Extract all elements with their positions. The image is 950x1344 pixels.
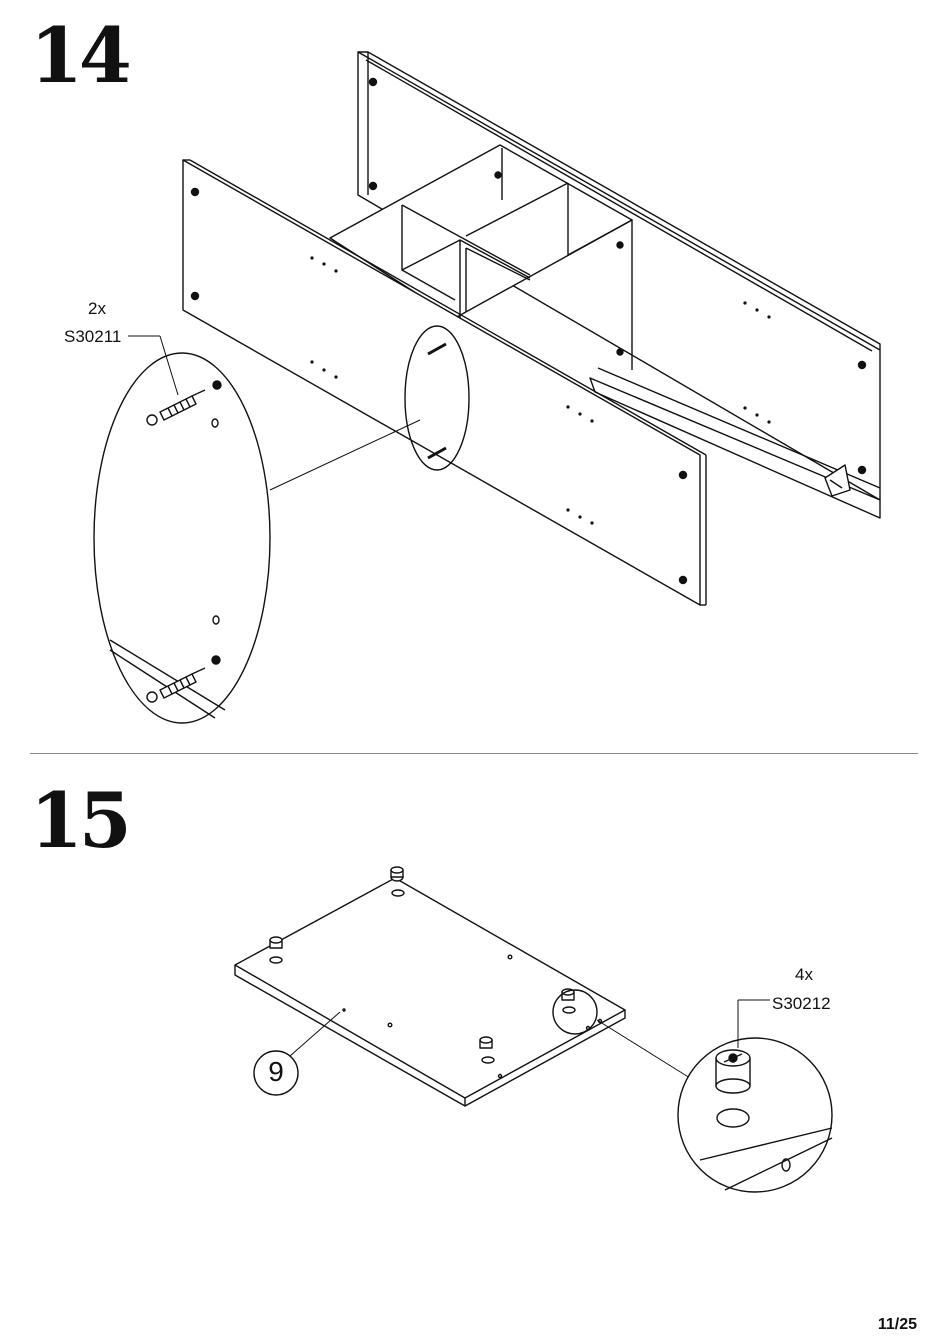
page-number: 11/25 [878, 1316, 917, 1334]
part-code-s30212: S30212 [772, 995, 831, 1012]
panel-number-9: 9 [262, 1058, 290, 1086]
panel-9 [235, 878, 625, 1098]
cam-housing-4 [480, 1037, 492, 1048]
cam-housing-2 [270, 937, 282, 948]
cam-housing-1 [391, 867, 403, 881]
detail-callout-large [678, 1038, 832, 1192]
part-quantity-s30212: 4x [795, 966, 813, 983]
